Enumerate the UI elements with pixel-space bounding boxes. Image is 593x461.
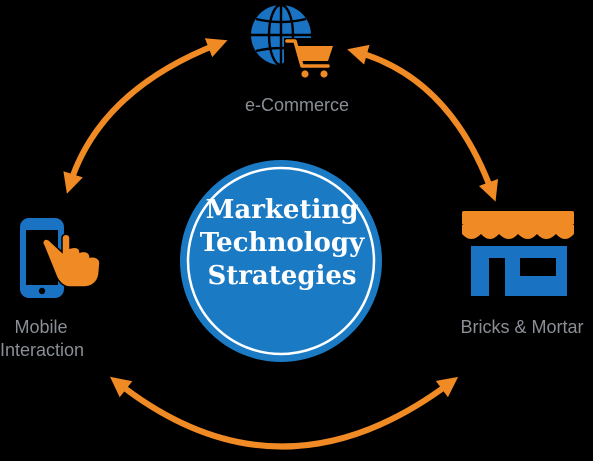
center-circle xyxy=(180,160,382,362)
center-title-line-1: Marketing xyxy=(205,195,359,225)
bricks-mortar-label: Bricks & Mortar xyxy=(460,317,584,337)
center-title-line-2: Technology xyxy=(199,228,365,258)
storefront-icon xyxy=(462,211,574,296)
smartphone-touch-icon xyxy=(20,218,101,298)
mobile-label-line-2: Interaction xyxy=(0,339,85,360)
arrow-mobile-ecommerce xyxy=(63,38,228,194)
ecommerce-label: e-Commerce xyxy=(244,95,350,115)
globe-cart-icon xyxy=(251,3,336,82)
center-title: Marketing Technology Strategies xyxy=(182,194,382,293)
center-title-line-3: Strategies xyxy=(207,261,357,291)
arrow-ecommerce-bricks xyxy=(347,44,499,202)
arrow-mobile-bricks xyxy=(109,376,459,450)
mobile-interaction-label: Mobile Interaction xyxy=(0,316,85,361)
cycle-arrows xyxy=(63,38,499,450)
mobile-label-line-1: Mobile xyxy=(14,317,68,337)
